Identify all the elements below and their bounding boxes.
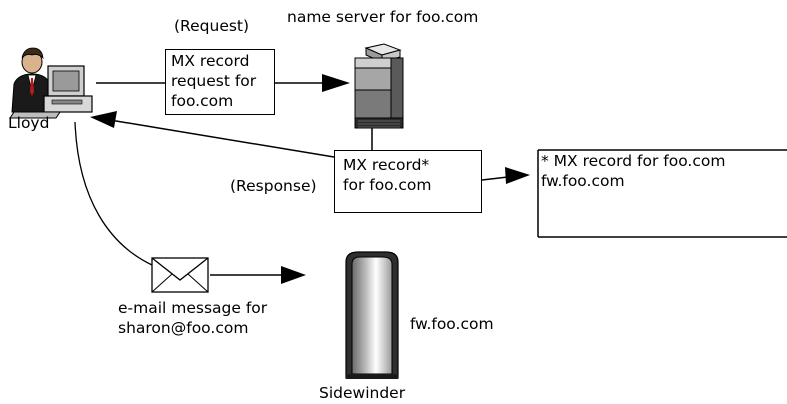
request-label: (Request) — [174, 17, 250, 35]
response-box-line1: MX record* — [343, 156, 430, 174]
sidewinder-label: Sidewinder — [319, 384, 406, 402]
lloyd-to-email-curve — [74, 121, 153, 266]
lloyd-label: Lloyd — [8, 114, 50, 132]
note-box-line1: * MX record for foo.com — [541, 152, 726, 170]
request-arrowhead — [322, 74, 350, 92]
response-arrowhead — [90, 111, 117, 128]
email-label-line2: sharon@foo.com — [118, 319, 249, 337]
note-arrowhead — [505, 167, 530, 184]
name-server-label: name server for foo.com — [287, 8, 479, 26]
request-box-line1: MX record — [171, 52, 250, 70]
envelope-icon — [151, 257, 209, 293]
note-box-line2: fw.foo.com — [541, 172, 625, 190]
response-to-lloyd-arrow — [103, 118, 335, 158]
response-box: MX record* for foo.com — [334, 150, 482, 213]
request-box-line2: request for — [171, 72, 257, 90]
name-server-icon — [354, 43, 404, 129]
user-at-computer-icon — [9, 47, 93, 119]
email-label-line1: e-mail message for — [118, 299, 268, 317]
response-box-line2: for foo.com — [343, 176, 432, 194]
request-box-line3: foo.com — [171, 92, 234, 110]
response-label: (Response) — [230, 177, 317, 195]
firewall-arrowhead — [281, 266, 306, 284]
firewall-tower-icon — [345, 251, 399, 379]
fw-host-label: fw.foo.com — [410, 315, 494, 333]
request-box: MX record request for foo.com — [165, 49, 275, 115]
